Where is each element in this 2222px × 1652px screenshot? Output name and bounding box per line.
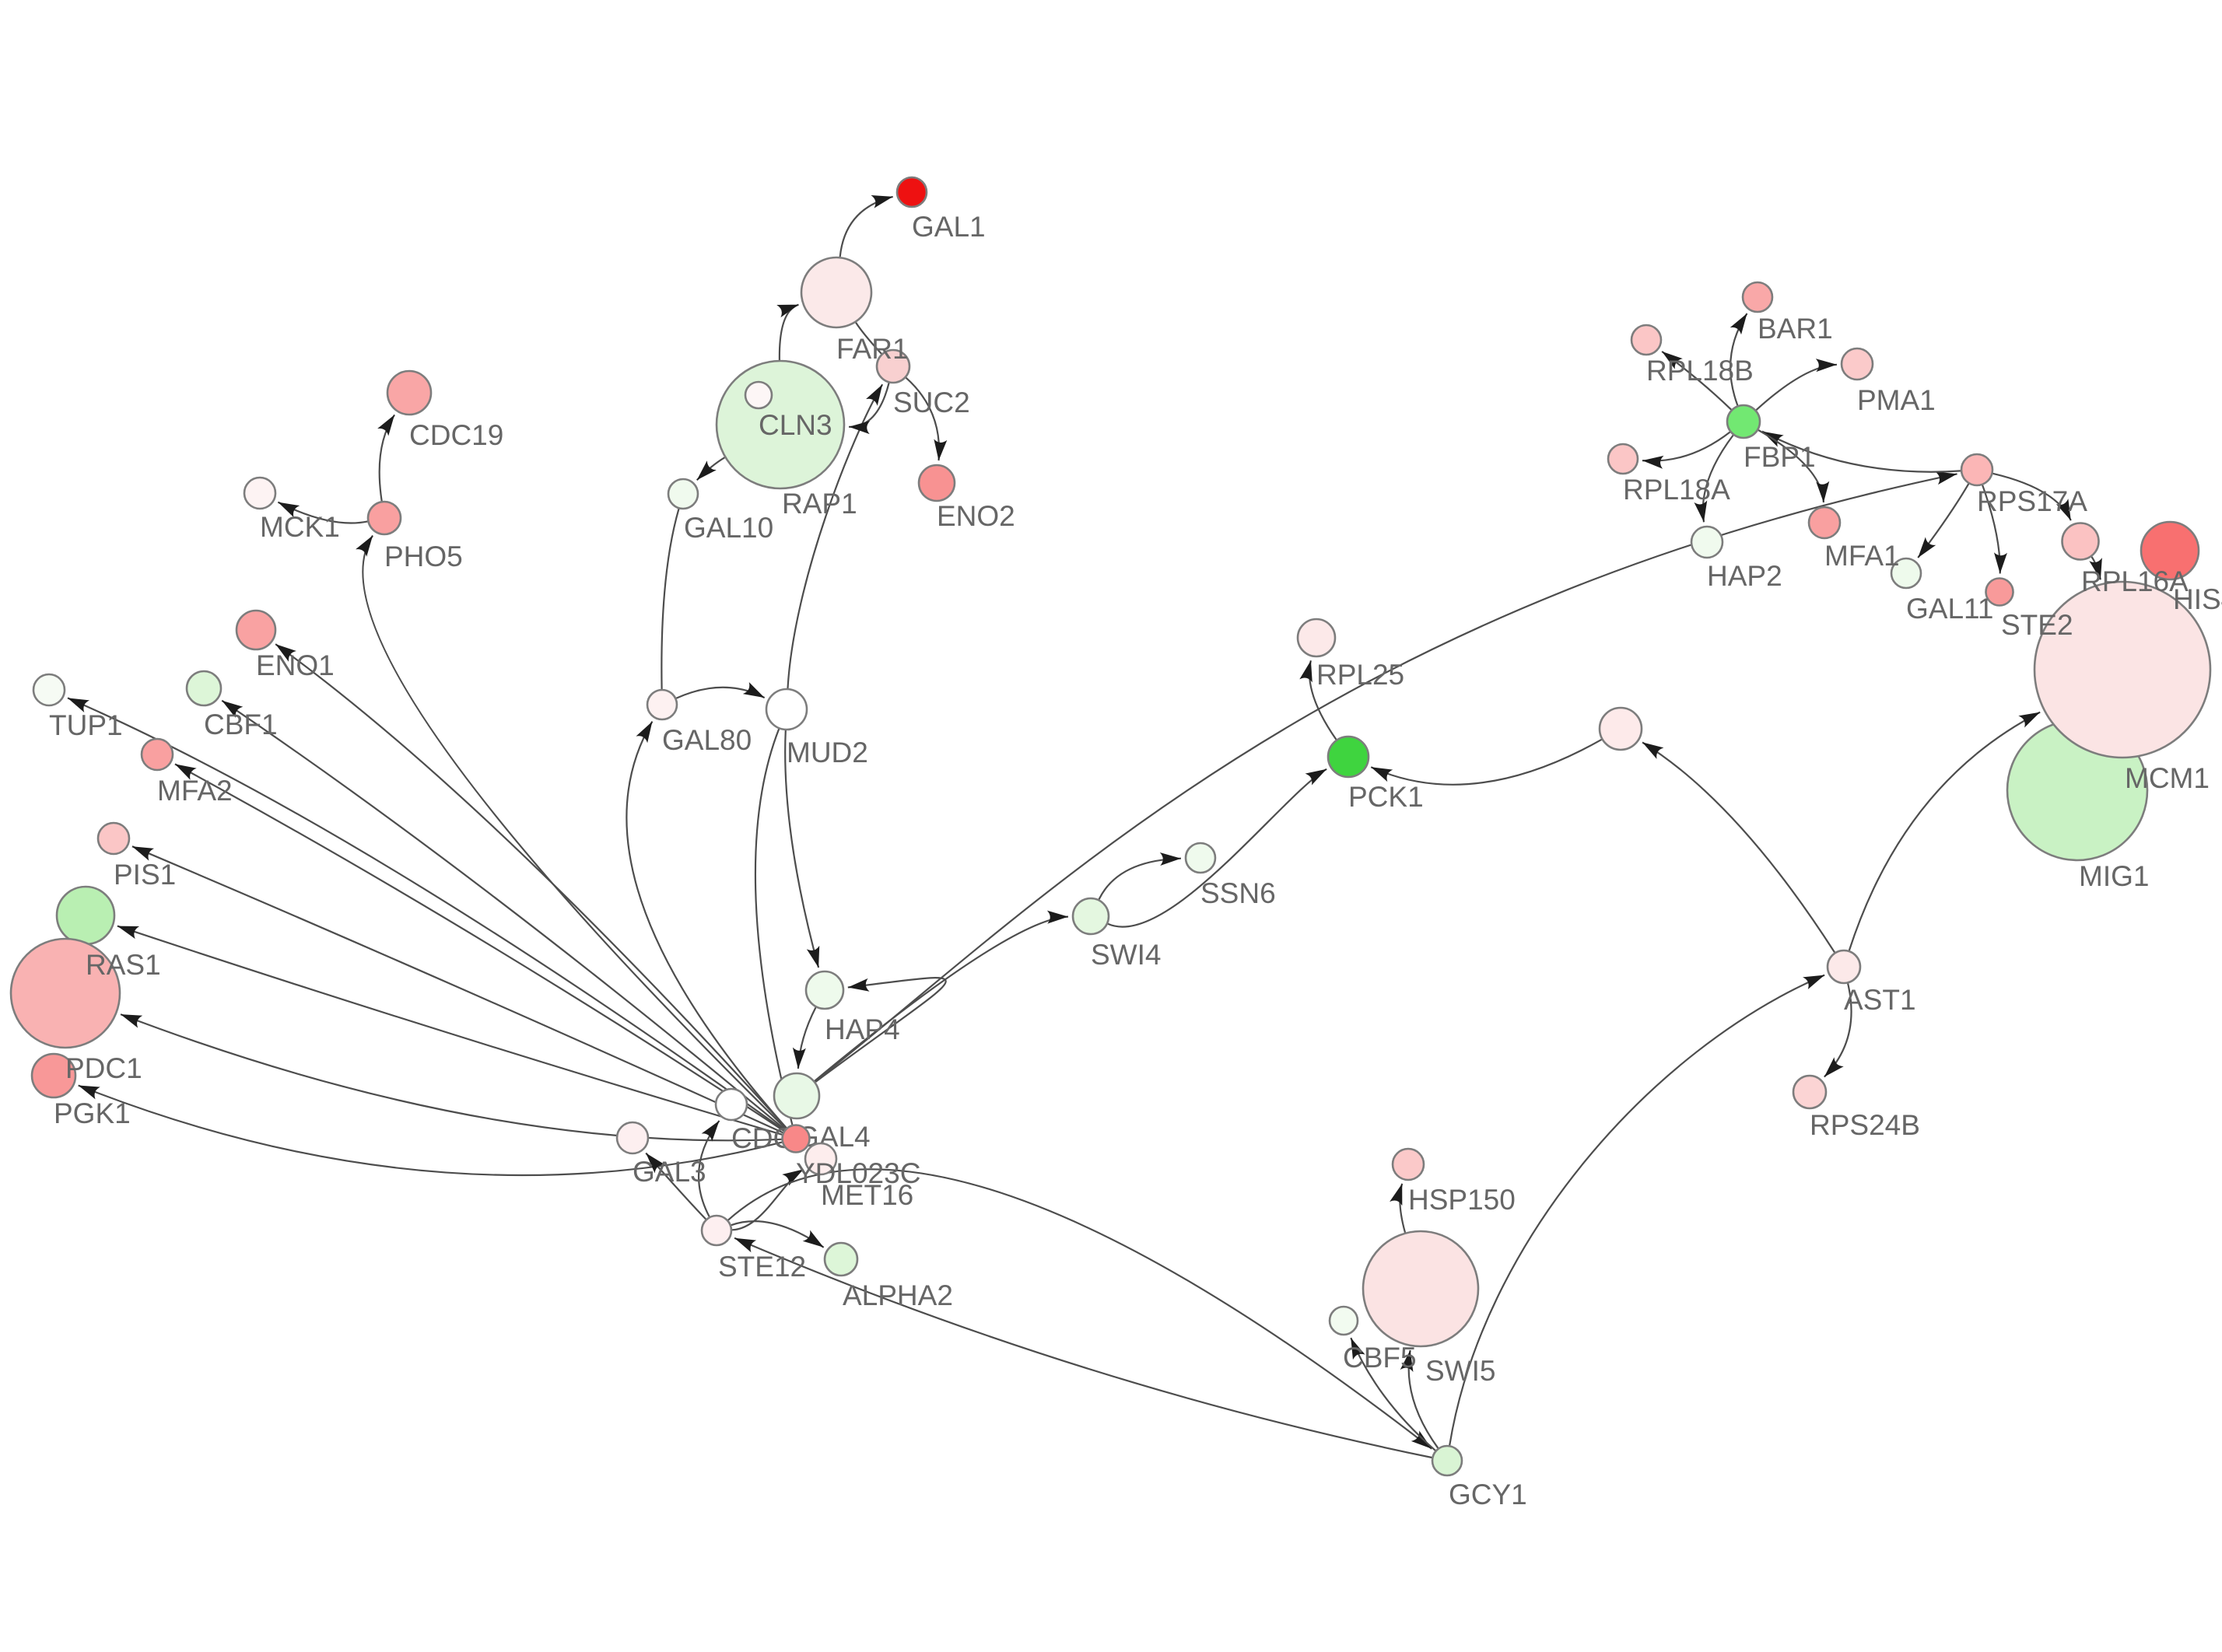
svg-text:GAL80: GAL80 — [662, 724, 752, 756]
svg-text:RPL18B: RPL18B — [1646, 355, 1754, 387]
svg-text:TUP1: TUP1 — [49, 709, 123, 741]
svg-text:BAR1: BAR1 — [1758, 313, 1833, 345]
svg-text:PCK1: PCK1 — [1348, 781, 1424, 813]
svg-text:MIG1: MIG1 — [2079, 860, 2149, 892]
svg-text:RPS17A: RPS17A — [1977, 485, 2087, 517]
svg-text:PHO5: PHO5 — [384, 541, 463, 572]
svg-text:CBF5: CBF5 — [1343, 1342, 1417, 1374]
svg-text:SSN6: SSN6 — [1200, 877, 1276, 909]
svg-text:GAL3: GAL3 — [633, 1156, 706, 1188]
svg-text:RAP1: RAP1 — [782, 488, 857, 520]
svg-text:HSP150: HSP150 — [1408, 1184, 1516, 1216]
svg-text:MET16: MET16 — [821, 1179, 913, 1211]
svg-text:PGK1: PGK1 — [54, 1097, 131, 1129]
svg-text:RPL18A: RPL18A — [1623, 474, 1730, 506]
svg-text:PDC1: PDC1 — [65, 1052, 142, 1084]
svg-text:SWI4: SWI4 — [1091, 939, 1161, 971]
svg-text:GAL10: GAL10 — [684, 512, 773, 544]
svg-text:MCK1: MCK1 — [260, 511, 340, 543]
svg-text:MUD2: MUD2 — [787, 737, 868, 768]
svg-text:STE12: STE12 — [718, 1251, 806, 1283]
svg-text:CDC19: CDC19 — [409, 419, 503, 451]
svg-text:RPS24B: RPS24B — [1810, 1109, 1920, 1141]
svg-text:RPL16A: RPL16A — [2081, 565, 2189, 597]
svg-text:MCM1: MCM1 — [2125, 762, 2210, 794]
svg-text:MFA2: MFA2 — [157, 775, 233, 807]
svg-text:SWI5: SWI5 — [1425, 1355, 1495, 1387]
svg-text:HAP2: HAP2 — [1707, 560, 1782, 592]
svg-text:FBP1: FBP1 — [1744, 441, 1816, 473]
svg-text:PIS1: PIS1 — [114, 859, 176, 891]
svg-text:YDL023C: YDL023C — [796, 1157, 920, 1189]
svg-text:GCY1: GCY1 — [1449, 1479, 1527, 1510]
svg-text:ENO2: ENO2 — [937, 500, 1015, 532]
svg-text:STE2: STE2 — [2001, 609, 2073, 641]
svg-text:ENO1: ENO1 — [256, 649, 335, 681]
svg-text:AST1: AST1 — [1844, 984, 1916, 1016]
svg-text:MFA1: MFA1 — [1824, 540, 1900, 572]
svg-text:HIS4: HIS4 — [2173, 583, 2222, 615]
svg-text:RPL25: RPL25 — [1316, 659, 1404, 691]
svg-text:RAS1: RAS1 — [86, 949, 161, 981]
svg-text:PMA1: PMA1 — [1857, 384, 1936, 416]
svg-text:GAL1: GAL1 — [912, 211, 986, 243]
svg-text:GAL11: GAL11 — [1906, 593, 1993, 625]
svg-text:CBF1: CBF1 — [204, 709, 278, 740]
svg-text:ALPHA2: ALPHA2 — [843, 1279, 953, 1311]
svg-text:CLN3: CLN3 — [759, 409, 832, 441]
svg-text:SUC2: SUC2 — [893, 387, 970, 418]
svg-text:HAP4: HAP4 — [825, 1013, 900, 1045]
svg-text:FAR1: FAR1 — [836, 333, 909, 365]
